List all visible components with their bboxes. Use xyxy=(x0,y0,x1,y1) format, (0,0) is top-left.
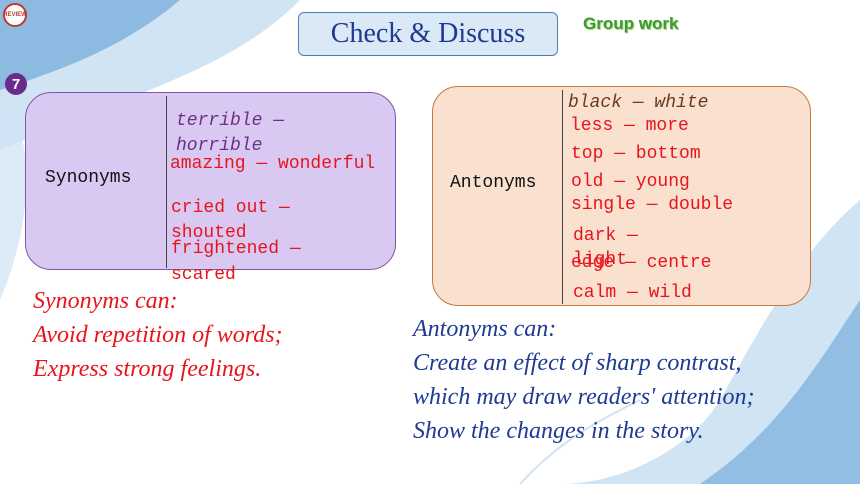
antonym-pair-2: less — more xyxy=(570,116,689,136)
antonyms-label: Antonyms xyxy=(450,173,537,193)
question-number-badge: 7 xyxy=(5,73,27,95)
antonym-pair-1: black — white xyxy=(568,93,709,113)
page-title: Check & Discuss xyxy=(298,12,558,56)
group-work-label: Group work xyxy=(583,14,679,33)
antonym-pair-5: single — double xyxy=(571,195,734,215)
synonym-pair-2: amazing — wonderful xyxy=(170,154,376,174)
antonyms-note-1: Create an effect of sharp contrast, xyxy=(413,350,742,376)
synonyms-note-2: Express strong feelings. xyxy=(33,356,262,382)
synonyms-note-heading: Synonyms can: xyxy=(33,288,178,314)
antonym-pair-6-line1: dark — xyxy=(573,226,638,246)
antonyms-note-heading: Antonyms can: xyxy=(413,316,557,342)
synonyms-label: Synonyms xyxy=(45,168,132,188)
antonyms-note-2: which may draw readers' attention; xyxy=(413,384,755,410)
antonym-pair-6-line2: light xyxy=(573,250,628,270)
synonym-pair-1-line2: horrible xyxy=(176,136,263,156)
synonym-pair-4-line1: frightened — xyxy=(171,239,301,259)
synonym-pair-4-line2: scared xyxy=(171,265,236,285)
page-title-text: Check & Discuss xyxy=(330,18,526,49)
antonym-pair-4: old — young xyxy=(571,172,690,192)
synonyms-divider xyxy=(166,96,167,268)
synonym-pair-3-line1: cried out — xyxy=(171,198,290,218)
antonym-pair-7: edge — centre xyxy=(571,253,712,273)
antonyms-box xyxy=(432,86,811,306)
antonyms-note-3: Show the changes in the story. xyxy=(413,418,704,444)
synonym-pair-3-line2: shouted xyxy=(171,223,247,243)
antonym-pair-8: calm — wild xyxy=(573,283,692,303)
antonym-pair-3: top — bottom xyxy=(571,144,701,164)
synonyms-box xyxy=(25,92,396,270)
synonym-pair-1-line1: terrible — xyxy=(176,111,285,131)
review-badge-label: REVIEW xyxy=(3,12,27,18)
synonyms-note-1: Avoid repetition of words; xyxy=(33,322,283,348)
review-badge: REVIEW xyxy=(3,3,27,27)
antonyms-divider xyxy=(562,90,563,304)
